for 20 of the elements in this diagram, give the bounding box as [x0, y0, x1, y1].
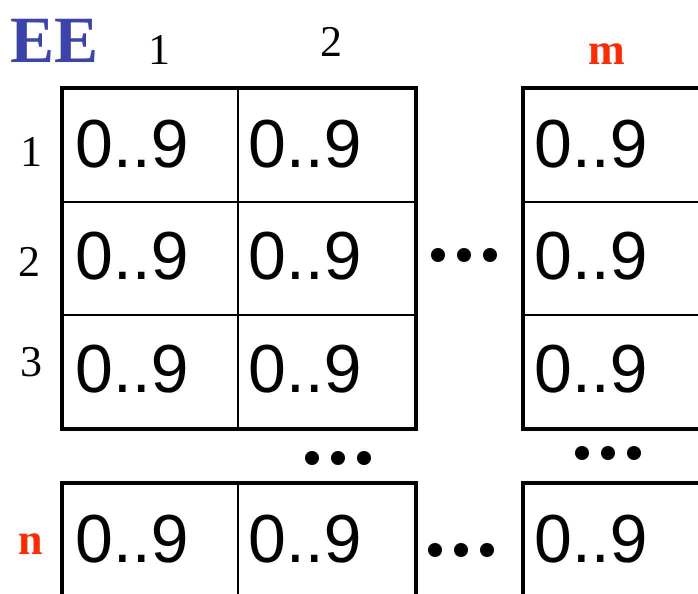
column-number: m [588, 28, 625, 72]
row-number: 2 [18, 240, 40, 284]
cell-value: 0..9 [534, 110, 648, 178]
row-number: n [18, 518, 42, 562]
row-number: 3 [20, 340, 42, 384]
cell-value: 0..9 [248, 505, 362, 573]
title-heading: EE [10, 8, 98, 74]
cell-value: 0..9 [534, 335, 648, 403]
cell-value: 0..9 [248, 222, 362, 290]
row-number: 1 [20, 130, 42, 174]
cell-value: 0..9 [248, 110, 362, 178]
column-number: 1 [148, 28, 170, 72]
cell-value: 0..9 [75, 335, 188, 403]
cell-value: 0..9 [75, 505, 188, 573]
cell-value: 0..9 [248, 335, 362, 403]
cell-value: 0..9 [534, 222, 648, 290]
cell-value: 0..9 [75, 110, 188, 178]
column-number: 2 [320, 20, 342, 64]
cell-value: 0..9 [75, 222, 188, 290]
cell-value: 0..9 [534, 505, 648, 573]
